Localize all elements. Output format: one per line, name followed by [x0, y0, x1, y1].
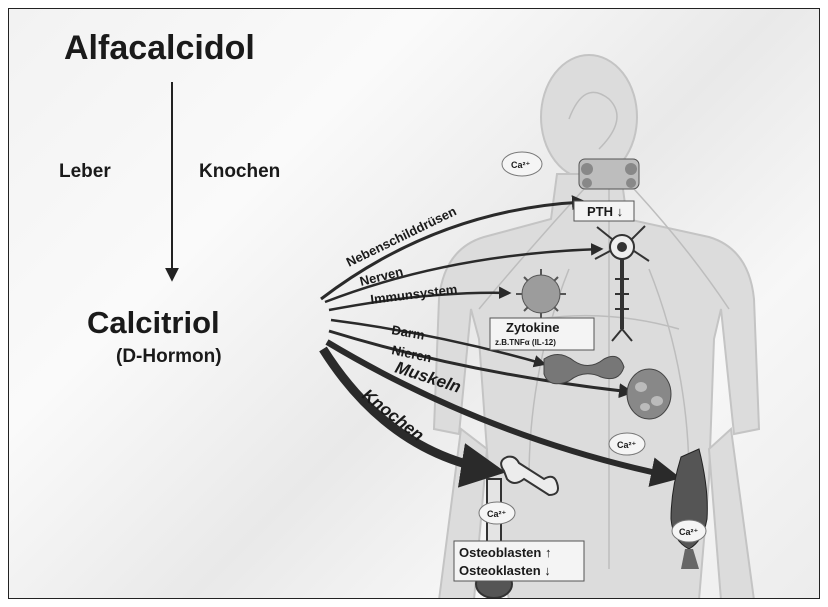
arrow-label-knochen: Knochen	[359, 385, 428, 445]
svg-text:Ca²⁺: Ca²⁺	[511, 160, 531, 170]
diagram-frame: Alfacalcidol Leber Knochen Calcitriol (D…	[8, 8, 820, 599]
svg-text:Ca²⁺: Ca²⁺	[679, 527, 699, 537]
diagram-graphics: Nebenschilddrüsen Nerven Immunsystem Dar…	[9, 9, 820, 599]
zytokine-label: Zytokine	[506, 320, 559, 335]
zytokine-sub-label: z.B.TNFα (IL-12)	[495, 338, 556, 347]
arrow-label-nebenschilddruesen: Nebenschilddrüsen	[344, 203, 459, 269]
ca-ion-kidney: Ca²⁺	[609, 433, 645, 455]
arrow-label-darm: Darm	[390, 322, 425, 343]
osteoklasten-label: Osteoklasten ↓	[459, 563, 551, 578]
svg-text:Ca²⁺: Ca²⁺	[617, 440, 637, 450]
ca-ion-thyroid: Ca²⁺	[502, 152, 542, 176]
osteoblasten-label: Osteoblasten ↑	[459, 545, 551, 560]
parathyroid-glands-icon	[579, 159, 639, 189]
kidney-icon	[627, 369, 671, 419]
svg-text:Ca²⁺: Ca²⁺	[487, 509, 507, 519]
right-arm-shape	[709, 429, 754, 599]
pth-label: PTH ↓	[587, 204, 623, 219]
ca-ion-bone: Ca²⁺	[479, 502, 515, 524]
ca-ion-muscle: Ca²⁺	[672, 520, 706, 542]
